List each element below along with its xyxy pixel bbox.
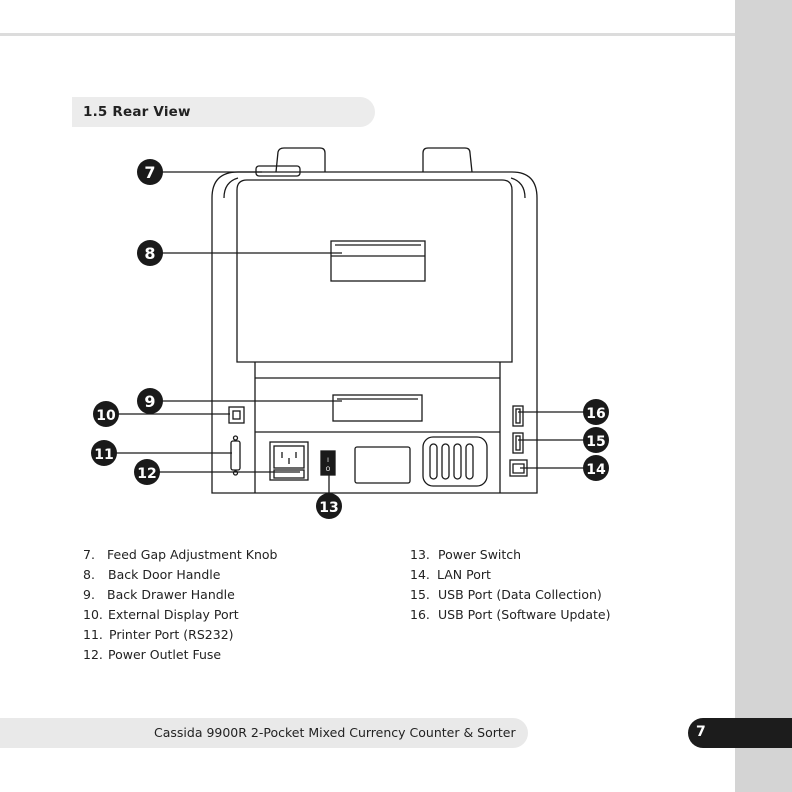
callout-label-13: 13	[319, 500, 338, 516]
feed-gap-knob	[255, 165, 301, 177]
legend-label: LAN Port	[437, 567, 491, 582]
leader-lines	[104, 171, 596, 505]
callout-circle-10	[93, 401, 119, 427]
power-outlet-fuse	[273, 469, 305, 479]
page-number: 7	[696, 724, 706, 740]
callout-circle-14	[583, 455, 609, 481]
callout-label-16: 16	[586, 406, 605, 422]
legend-number: 16.	[410, 607, 430, 622]
callout-label-14: 14	[586, 462, 606, 478]
vent-grille	[422, 436, 488, 487]
callout-label-10: 10	[96, 408, 116, 424]
usb-port-data-collection	[512, 432, 524, 454]
vent-slot-2	[441, 443, 450, 480]
legend-left: 7. Feed Gap Adjustment Knob 8. Back Door H…	[83, 545, 278, 665]
legend-label: USB Port (Data Collection)	[438, 587, 602, 602]
legend-label: Feed Gap Adjustment Knob	[107, 547, 278, 562]
legend-label: Printer Port (RS232)	[109, 627, 234, 642]
legend-item: 11. Printer Port (RS232)	[83, 625, 278, 645]
external-display-port-inner	[232, 410, 241, 420]
callout-circle-15	[583, 427, 609, 453]
legend-number: 14.	[410, 567, 430, 582]
legend-label: USB Port (Software Update)	[438, 607, 611, 622]
legend-number: 10.	[83, 607, 103, 622]
back-drawer-handle	[332, 394, 423, 422]
legend-number: 13.	[410, 547, 430, 562]
right-side-rail	[510, 177, 526, 199]
switch-off-mark: O	[326, 466, 331, 473]
callout-label-8: 8	[144, 244, 155, 263]
callout-circle-16	[583, 399, 609, 425]
callout-circle-7	[137, 159, 163, 185]
callout-label-11: 11	[94, 447, 113, 463]
callout-circle-8	[137, 240, 163, 266]
callout-circle-11	[91, 440, 117, 466]
printer-port-screw-bottom	[232, 470, 239, 476]
legend-item: 14. LAN Port	[410, 565, 611, 585]
usb-port-software-update	[512, 405, 524, 427]
callout-circle-13	[316, 493, 342, 519]
legend-label: Power Switch	[438, 547, 522, 562]
usb-port-software-update-inner	[515, 408, 521, 424]
callout-label-7: 7	[144, 163, 155, 182]
legend-number: 8.	[83, 567, 95, 582]
printer-port-screw-top	[232, 435, 239, 441]
legend-item: 7. Feed Gap Adjustment Knob	[83, 545, 278, 565]
legend-label: External Display Port	[108, 607, 239, 622]
legend-item: 8. Back Door Handle	[83, 565, 278, 585]
legend-right: 13. Power Switch 14. LAN Port 15. USB Port …	[410, 545, 611, 625]
back-door-panel	[236, 179, 513, 363]
left-side-rail	[223, 177, 239, 199]
section-tab	[72, 97, 375, 127]
footer-band	[0, 718, 528, 748]
vent-slot-3	[453, 443, 462, 480]
callout-circle-9	[137, 388, 163, 414]
callout-circle-12	[134, 459, 160, 485]
legend-number: 12.	[83, 647, 103, 662]
legend-item: 13. Power Switch	[410, 545, 611, 565]
callout-label-9: 9	[144, 392, 155, 411]
callout-label-15: 15	[586, 434, 605, 450]
legend-label: Back Drawer Handle	[107, 587, 235, 602]
page-gutter	[735, 0, 792, 792]
legend-label: Power Outlet Fuse	[108, 647, 222, 662]
legend-number: 15.	[410, 587, 430, 602]
left-top-handle	[275, 147, 326, 173]
lan-port-inner	[512, 463, 525, 474]
legend-item: 16. USB Port (Software Update)	[410, 605, 611, 625]
switch-on-mark: I	[327, 457, 329, 464]
callout-label-12: 12	[137, 466, 156, 482]
legend-label: Back Door Handle	[108, 567, 221, 582]
legend-item: 9. Back Drawer Handle	[83, 585, 278, 605]
vent-slot-4	[465, 443, 474, 480]
legend-number: 7.	[83, 547, 95, 562]
printer-port-rs232	[230, 440, 241, 471]
header-rule	[0, 33, 735, 36]
legend-number: 9.	[83, 587, 95, 602]
vent-slot-1	[429, 443, 438, 480]
external-display-port	[228, 406, 245, 424]
power-outlet-inner	[273, 445, 305, 469]
section-title: 1.5 Rear View	[83, 104, 191, 120]
legend-number: 11.	[83, 627, 103, 642]
label-plate	[354, 446, 411, 484]
power-switch	[320, 450, 336, 476]
machine-body	[211, 171, 538, 494]
footer-title: Cassida 9900R 2-Pocket Mixed Currency Co…	[154, 725, 516, 740]
legend-item: 12. Power Outlet Fuse	[83, 645, 278, 665]
usb-port-data-collection-inner	[515, 435, 521, 451]
page-number-band	[688, 718, 792, 748]
back-door-handle	[330, 240, 426, 282]
legend-item: 15. USB Port (Data Collection)	[410, 585, 611, 605]
power-outlet	[269, 441, 309, 481]
legend-item: 10. External Display Port	[83, 605, 278, 625]
right-top-handle	[422, 147, 473, 173]
